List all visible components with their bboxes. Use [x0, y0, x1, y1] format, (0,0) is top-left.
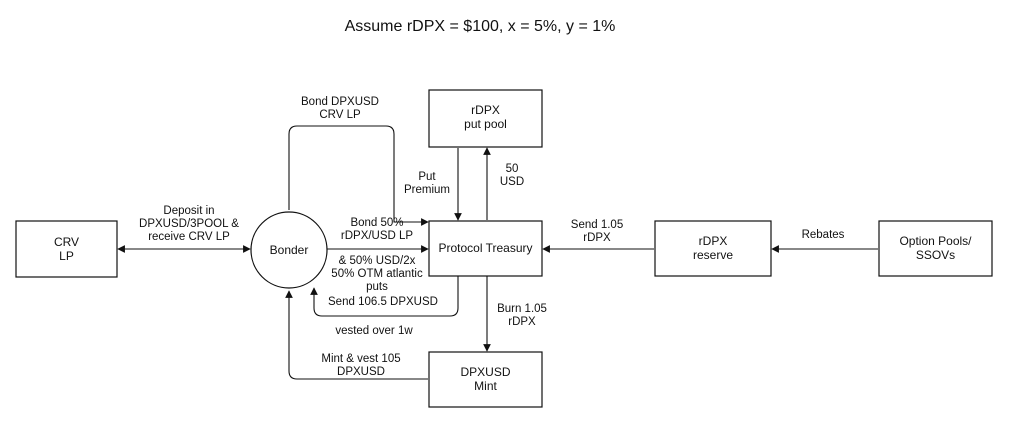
- put-premium-label-1: Put: [418, 171, 436, 183]
- mint-label-1: DPXUSD: [460, 365, 510, 379]
- bond-crv-label-2: CRV LP: [319, 109, 361, 121]
- rdpx-put-pool-node: rDPX put pool: [428, 89, 543, 148]
- put-premium-label-2: Premium: [404, 184, 450, 196]
- edge-labels: Deposit in DPXUSD/3POOL & receive CRV LP…: [139, 96, 845, 378]
- bonder-node: Bonder: [250, 211, 328, 289]
- bond-50-label-2: rDPX/USD LP: [341, 230, 414, 242]
- deposit-label-2: DPXUSD/3POOL &: [139, 218, 239, 230]
- crv-lp-node: CRV LP: [15, 220, 118, 278]
- send-105-label-1: Send 1.05: [571, 219, 623, 231]
- deposit-label-3: receive CRV LP: [148, 231, 230, 243]
- usd-2x-label-2: 50% OTM atlantic: [331, 268, 423, 280]
- connectors: [117, 125, 878, 380]
- diagram-title: Assume rDPX = $100, x = 5%, y = 1%: [345, 18, 616, 35]
- edge-bond-crv-lp: [288, 125, 429, 226]
- bond-crv-label-1: Bond DPXUSD: [301, 96, 379, 108]
- bond-50-label-1: Bond 50%: [350, 217, 403, 229]
- reserve-label-1: rDPX: [699, 234, 728, 248]
- reserve-label-2: reserve: [693, 248, 733, 262]
- dpxusd-mint-node: DPXUSD Mint: [428, 351, 543, 408]
- mint-vest-label-2: DPXUSD: [337, 366, 385, 378]
- crv-lp-label-1: CRV: [54, 235, 79, 249]
- protocol-treasury-node: Protocol Treasury: [428, 220, 543, 277]
- option-pools-label-1: Option Pools/: [899, 234, 972, 248]
- treasury-label: Protocol Treasury: [438, 241, 532, 255]
- fifty-usd-label-2: USD: [500, 176, 524, 188]
- option-pools-label-2: SSOVs: [916, 248, 955, 262]
- vested-label: vested over 1w: [335, 325, 413, 337]
- deposit-label-1: Deposit in: [163, 205, 214, 217]
- put-pool-label-2: put pool: [464, 117, 507, 131]
- bonder-label: Bonder: [270, 243, 309, 257]
- send-105-label-2: rDPX: [583, 232, 611, 244]
- burn-label-2: rDPX: [508, 316, 536, 328]
- crv-lp-label-2: LP: [59, 249, 74, 263]
- edge-send-106: [310, 276, 459, 317]
- edge-mint-vest: [285, 290, 428, 380]
- mint-label-2: Mint: [474, 379, 497, 393]
- send-106-label: Send 106.5 DPXUSD: [328, 296, 438, 308]
- put-pool-label-1: rDPX: [471, 103, 500, 117]
- mint-vest-label-1: Mint & vest 105: [321, 353, 400, 365]
- fifty-usd-label-1: 50: [506, 163, 519, 175]
- burn-label-1: Burn 1.05: [497, 303, 547, 315]
- rebates-label: Rebates: [802, 229, 845, 241]
- rdpx-reserve-node: rDPX reserve: [654, 220, 772, 277]
- usd-2x-label-3: puts: [366, 281, 388, 293]
- option-pools-node: Option Pools/ SSOVs: [878, 220, 993, 277]
- usd-2x-label-1: & 50% USD/2x: [339, 255, 416, 267]
